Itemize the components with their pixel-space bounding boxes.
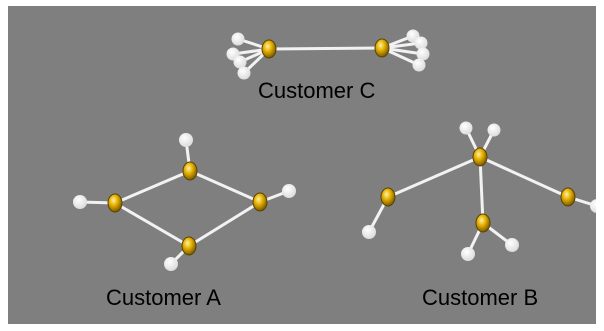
cluster-customer-c <box>226 29 430 80</box>
leaf-nodes <box>73 133 296 271</box>
edges <box>231 34 425 75</box>
network-diagram <box>73 29 596 271</box>
primary-nodes <box>380 147 576 233</box>
leaf-nodes <box>362 121 596 261</box>
diagram-canvas: Customer C Customer A Customer B <box>8 6 596 324</box>
primary-nodes <box>107 161 268 256</box>
label-customer-a: Customer A <box>106 285 221 310</box>
cluster-customer-a <box>73 133 296 271</box>
edges <box>367 126 596 256</box>
leaf-nodes <box>226 29 430 80</box>
label-customer-c: Customer C <box>258 78 376 103</box>
label-customer-b: Customer B <box>422 285 539 310</box>
primary-nodes <box>261 38 390 59</box>
cluster-customer-b <box>362 121 596 261</box>
